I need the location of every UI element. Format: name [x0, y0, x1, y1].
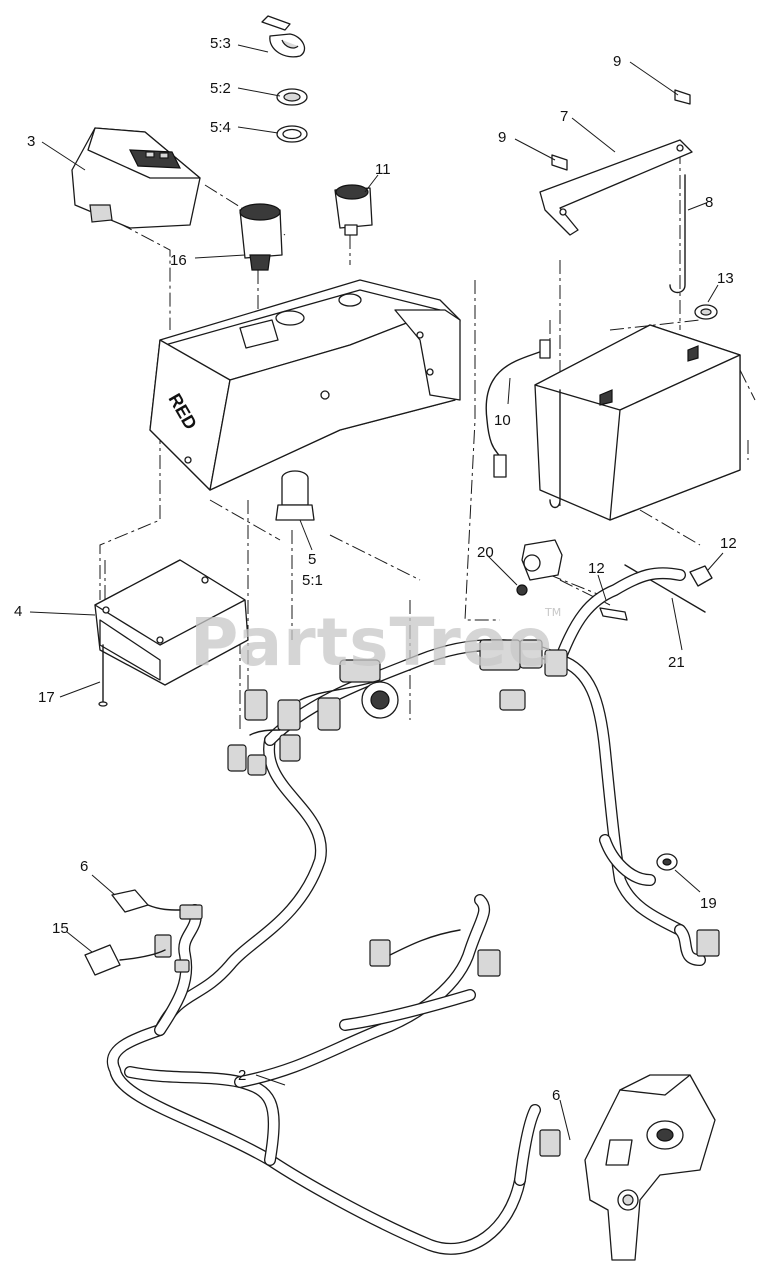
clip-nut-right — [674, 89, 691, 105]
relay — [516, 539, 563, 596]
callout-5-2: 5:2 — [210, 80, 231, 97]
display-module — [71, 127, 201, 229]
callout-21: 21 — [668, 654, 685, 671]
frame-bracket — [584, 1074, 716, 1261]
leader-lines — [29, 44, 724, 1141]
watermark: PartsTree TM — [190, 604, 561, 681]
controller-module — [94, 559, 249, 686]
key-nut — [276, 88, 308, 106]
callout-9-right: 9 — [613, 53, 621, 70]
callout-2: 2 — [238, 1067, 246, 1084]
callout-17: 17 — [38, 689, 55, 706]
watermark-tm: TM — [544, 606, 561, 619]
battery-bolt-right — [689, 565, 713, 587]
switch-connector-upper — [111, 889, 203, 920]
jumper-wire — [485, 339, 551, 478]
battery — [534, 324, 741, 521]
console-housing: RED — [149, 279, 461, 491]
switch-connector-lower — [84, 934, 190, 976]
callout-4: 4 — [14, 603, 22, 620]
callouts: 5:3 5:2 5:4 3 9 9 7 8 11 16 13 10 5 5:1 … — [14, 35, 737, 1104]
callout-15: 15 — [52, 920, 69, 937]
watermark-text: PartsTree — [190, 604, 553, 681]
callout-5-4: 5:4 — [210, 119, 231, 136]
callout-12-right: 12 — [720, 535, 737, 552]
ignition-key — [261, 15, 306, 58]
callout-13: 13 — [717, 270, 734, 287]
callout-9-left: 9 — [498, 129, 506, 146]
callout-7: 7 — [560, 108, 568, 125]
harness-connector-cluster — [227, 639, 568, 776]
power-port — [334, 184, 373, 236]
hold-down-rod — [669, 174, 686, 294]
key-switch — [275, 470, 315, 521]
key-washer — [276, 125, 308, 143]
clip-nut-left — [551, 154, 568, 171]
callout-16: 16 — [170, 252, 187, 269]
screw — [98, 644, 108, 707]
battery-bolt-left — [599, 607, 628, 621]
callout-6-upper: 6 — [80, 858, 88, 875]
callout-5: 5 — [308, 551, 316, 568]
callout-20: 20 — [477, 544, 494, 561]
callout-11: 11 — [375, 161, 391, 178]
callout-8: 8 — [705, 194, 713, 211]
branch-connectors — [369, 929, 720, 1157]
callout-6-lower: 6 — [552, 1087, 560, 1104]
callout-3: 3 — [27, 133, 35, 150]
callout-5-3: 5:3 — [210, 35, 231, 52]
callout-19: 19 — [700, 895, 717, 912]
callout-5-1: 5:1 — [302, 572, 323, 589]
ring-terminal — [656, 853, 678, 871]
callout-12-left: 12 — [588, 560, 605, 577]
rocker-switch — [239, 203, 283, 271]
main-harness — [106, 567, 706, 1255]
hex-nut — [694, 304, 718, 320]
battery-bracket — [539, 139, 693, 236]
callout-10: 10 — [494, 412, 511, 429]
